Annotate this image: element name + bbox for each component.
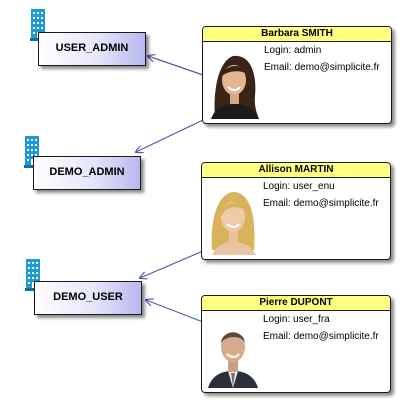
login-value: admin [294,45,322,56]
photo-woman-blonde-icon [206,180,260,255]
group-demo-user[interactable]: DEMO_USER [34,281,142,315]
photo-woman-brunette-icon [207,44,261,119]
login-value: user_enu [293,181,335,192]
login-value: user_fra [293,314,330,325]
user-card-pierre-dupont[interactable]: Pierre DUPONT Login: user_fra Email: dem… [201,295,391,393]
group-user-admin[interactable]: USER_ADMIN [38,32,146,66]
login-row: Login: admin [264,45,322,56]
login-row: Login: user_fra [263,314,330,325]
group-demo-admin[interactable]: DEMO_ADMIN [33,156,141,190]
user-name: Allison MARTIN [202,163,390,178]
email-value: demo@simplicite.fr [294,62,380,73]
link-smith-demo-admin [136,119,204,152]
email-row: Email: demo@simplicite.fr [263,331,379,342]
link-smith-user-admin [148,56,204,76]
email-row: Email: demo@simplicite.fr [263,198,379,209]
user-name: Pierre DUPONT [202,296,390,311]
link-martin-demo-user [140,250,204,278]
user-card-barbara-smith[interactable]: Barbara SMITH Login: admin Email: demo@s… [202,26,392,124]
photo-man-suit-icon [206,313,260,388]
group-name: USER_ADMIN [55,42,129,54]
user-card-allison-martin[interactable]: Allison MARTIN Login: user_enu Email: de… [201,162,391,260]
email-value: demo@simplicite.fr [293,198,379,209]
email-value: demo@simplicite.fr [293,331,379,342]
group-name: DEMO_ADMIN [49,166,125,178]
user-name: Barbara SMITH [203,27,391,42]
login-row: Login: user_enu [263,181,335,192]
link-dupont-demo-user [146,300,204,323]
group-name: DEMO_USER [53,291,123,303]
email-row: Email: demo@simplicite.fr [264,62,380,73]
